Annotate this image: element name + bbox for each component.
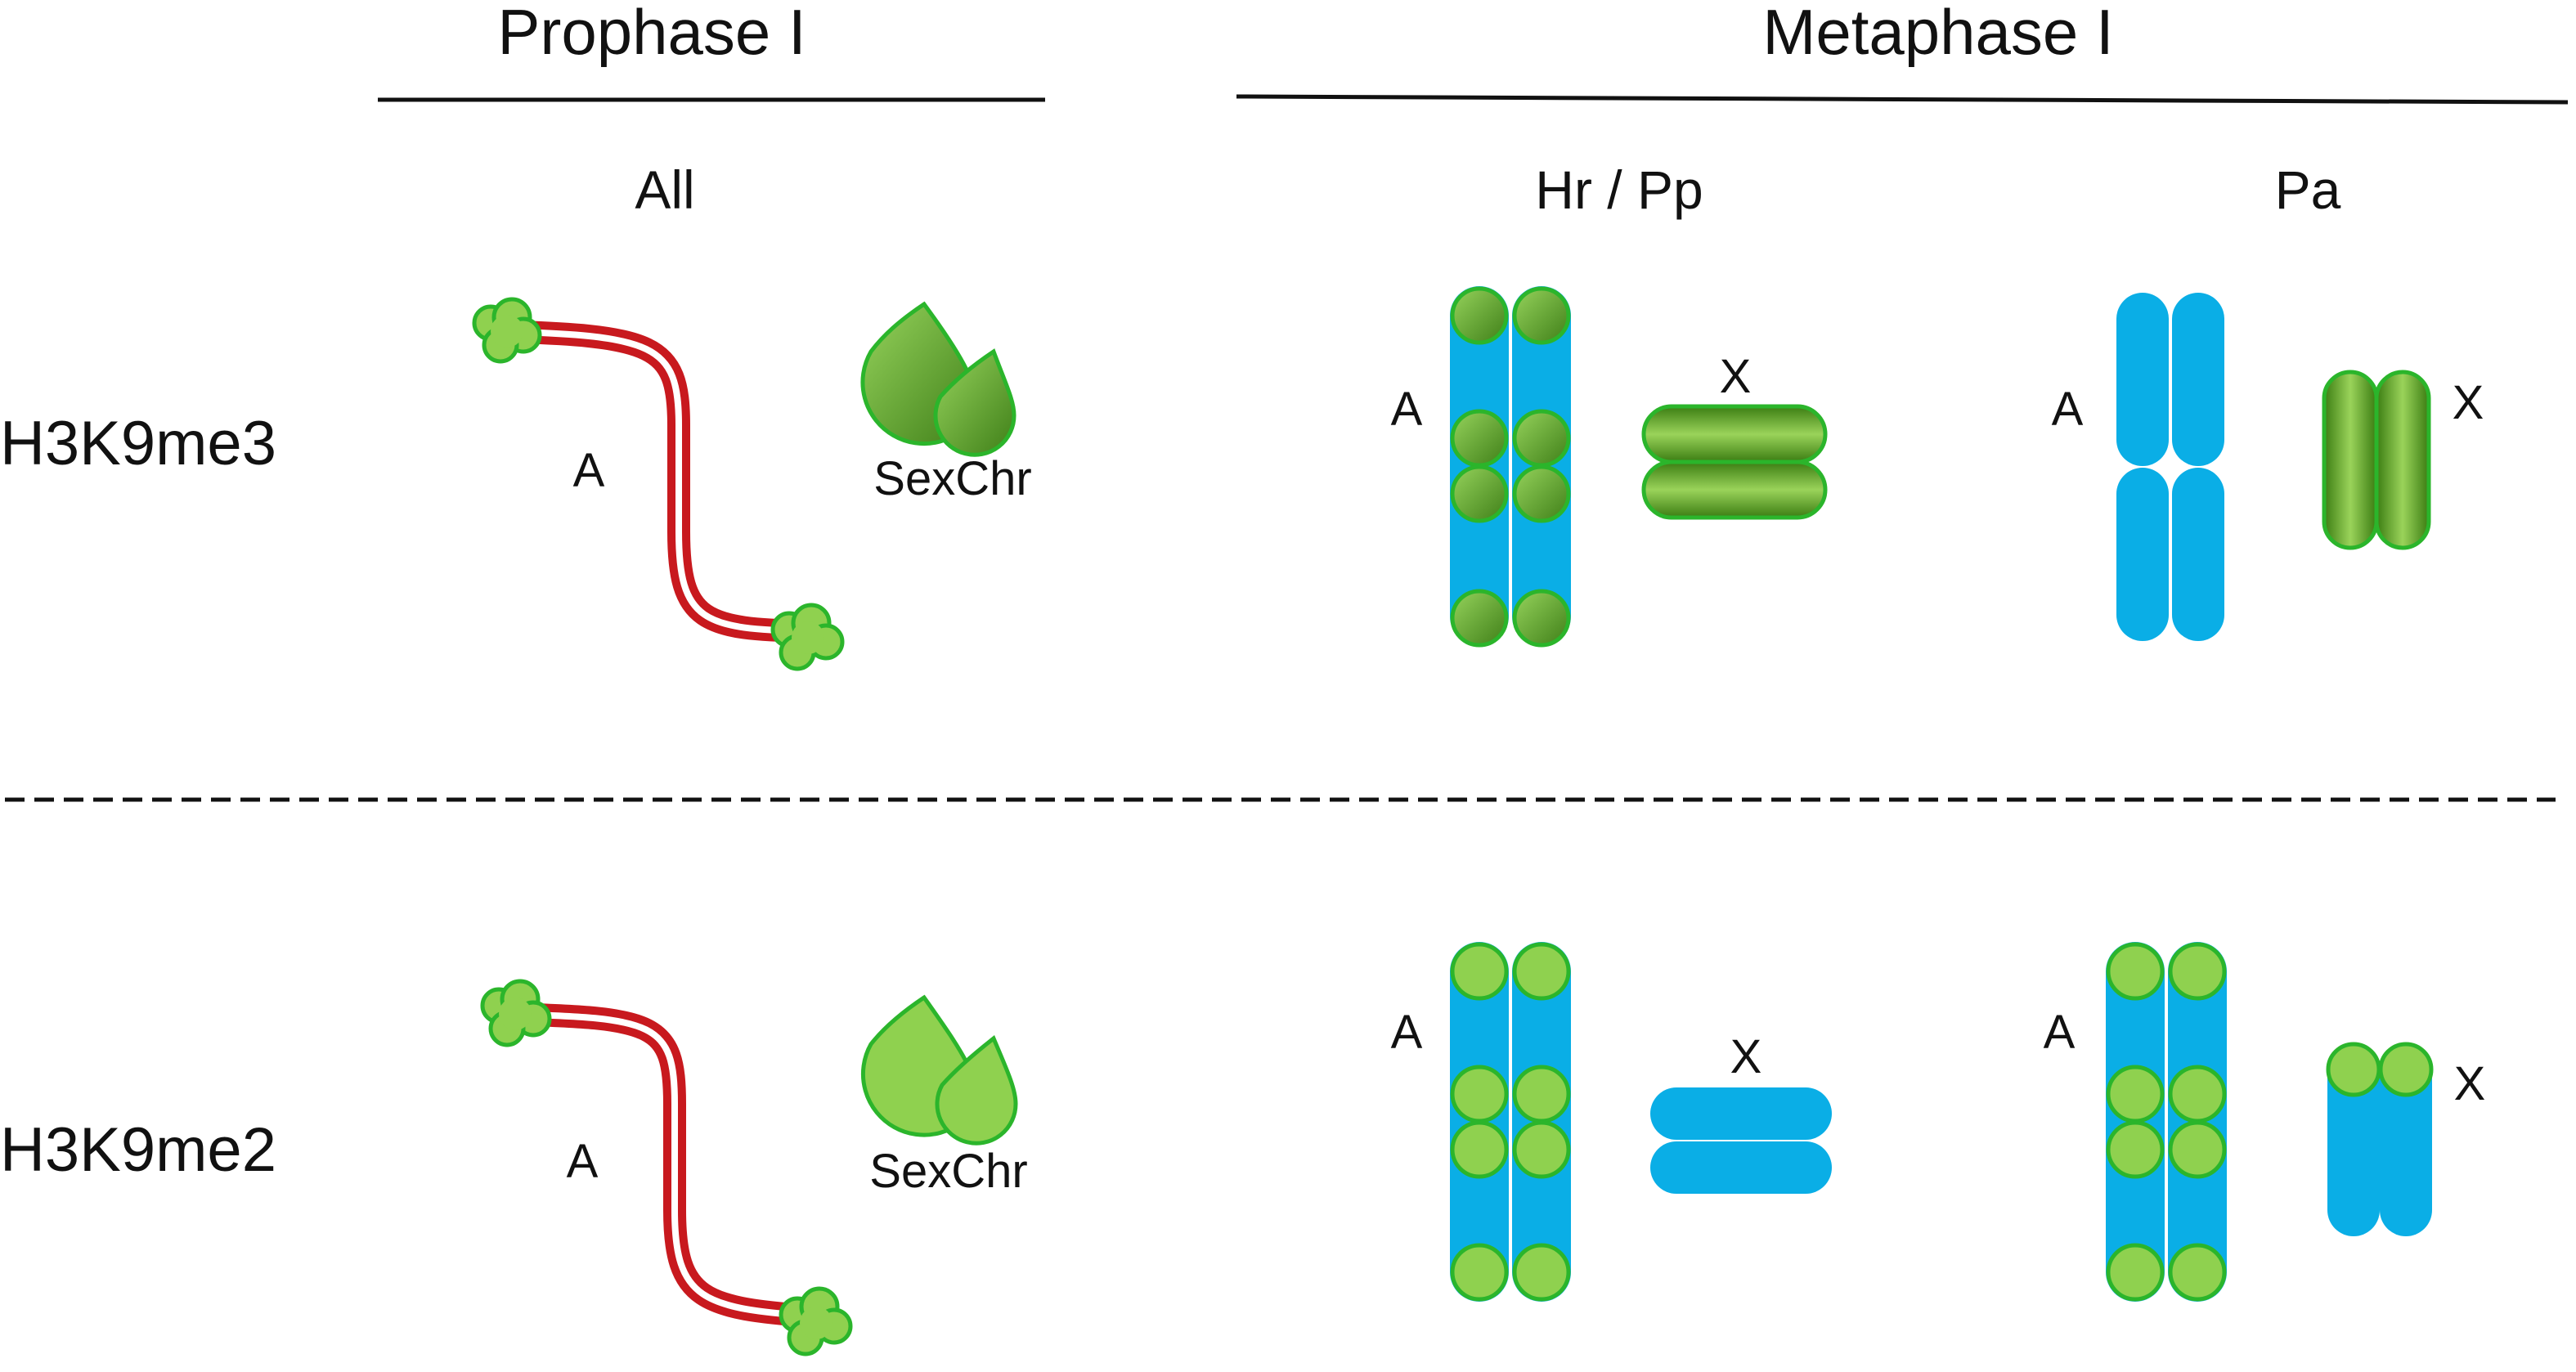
pa-x-chromosome-1 xyxy=(2322,370,2431,550)
label-autosome-prophase-1: A xyxy=(573,444,605,497)
pa-x-chromosome-2 xyxy=(2326,1042,2434,1236)
label-autosome-hrpp-1: A xyxy=(1391,383,1423,436)
label-autosome-hrpp-2: A xyxy=(1391,1006,1423,1059)
prophase-autosome-axis-top xyxy=(479,320,821,643)
header-underline-metaphase xyxy=(1236,94,2569,105)
label-x-hrpp-1: X xyxy=(1720,350,1752,403)
label-autosome-pa-1: A xyxy=(2052,383,2084,436)
hrpp-x-chromosome-1 xyxy=(1641,404,1828,520)
label-x-hrpp-2: X xyxy=(1730,1030,1762,1083)
pa-autosome-bivalent-2 xyxy=(2106,942,2227,1302)
label-sexchr-1: SexChr xyxy=(873,452,1031,505)
row-label-h3k9me2: H3K9me2 xyxy=(0,1115,276,1185)
prophase-telomere-signal-bottom xyxy=(770,603,845,671)
column-label-all: All xyxy=(635,159,694,220)
prophase-autosome-axis-top-2 xyxy=(496,1002,825,1328)
column-label-hrpp: Hr / Pp xyxy=(1535,159,1703,220)
label-x-pa-2: X xyxy=(2454,1057,2486,1110)
prophase-telomere-signal-bottom-2 xyxy=(779,1286,853,1356)
prophase-telomere-signal-top xyxy=(472,297,542,364)
label-x-pa-1: X xyxy=(2453,376,2484,429)
label-sexchr-2: SexChr xyxy=(869,1145,1027,1198)
hrpp-x-chromosome-2 xyxy=(1650,1087,1832,1194)
prophase-sexchr-body-2 xyxy=(861,994,1018,1146)
pa-autosome-bivalent-1 xyxy=(2116,293,2224,641)
row-label-h3k9me3: H3K9me3 xyxy=(0,409,276,478)
header-metaphase: Metaphase I xyxy=(1762,0,2113,68)
prophase-telomere-signal-top-2 xyxy=(480,979,552,1047)
prophase-sexchr-body-1 xyxy=(860,301,1016,457)
label-autosome-pa-2: A xyxy=(2044,1006,2076,1059)
column-label-pa: Pa xyxy=(2275,159,2341,220)
hrpp-autosome-bivalent-1 xyxy=(1450,286,1571,648)
hrpp-autosome-bivalent-2 xyxy=(1450,942,1571,1302)
header-prophase: Prophase I xyxy=(497,0,806,68)
label-autosome-prophase-2: A xyxy=(567,1135,599,1188)
